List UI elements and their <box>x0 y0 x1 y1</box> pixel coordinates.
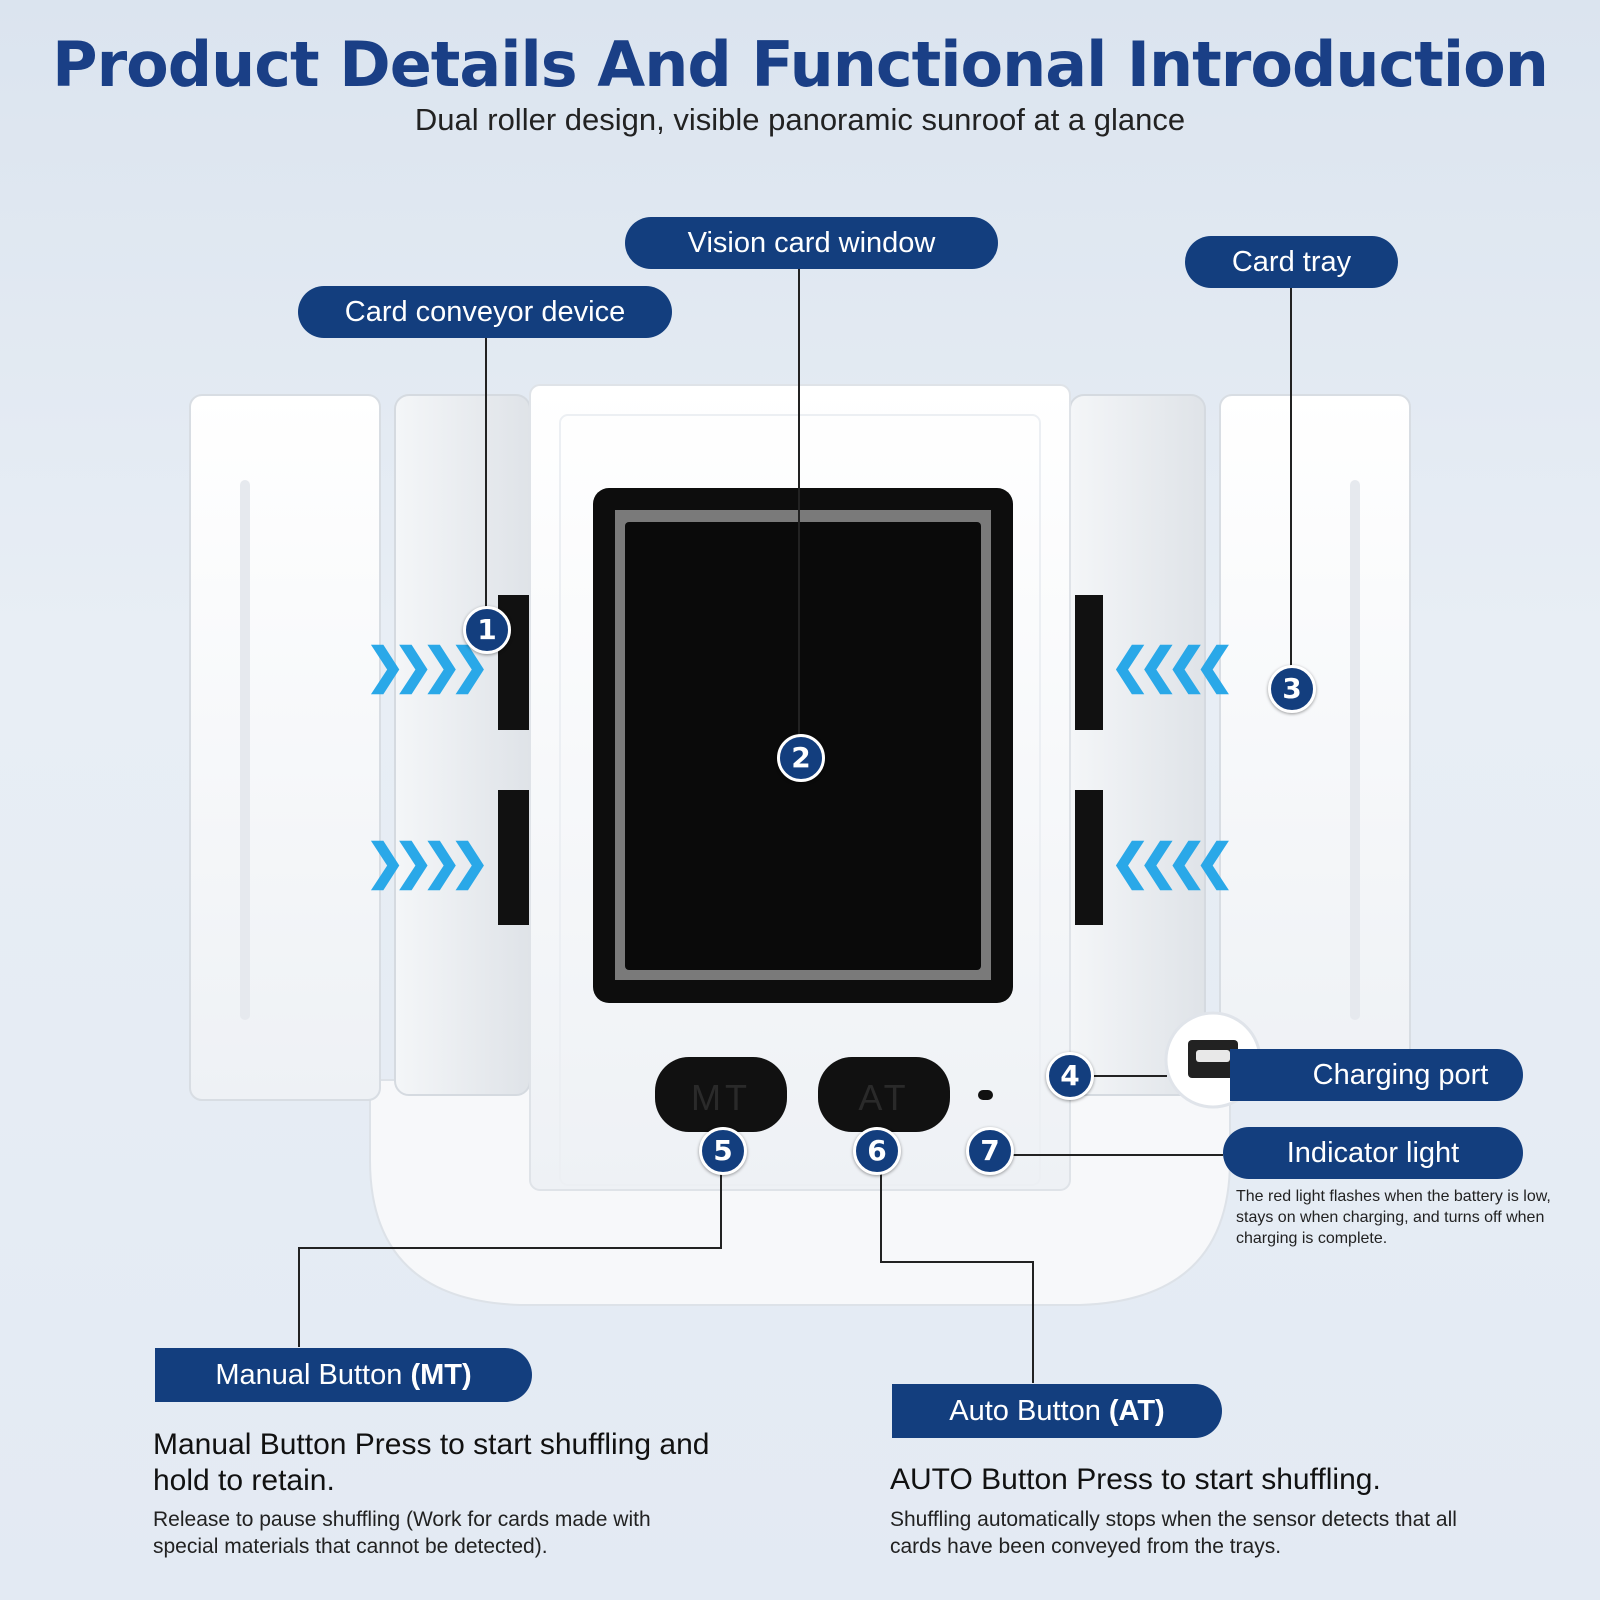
leader-line <box>1092 1075 1167 1077</box>
leader-line <box>880 1170 882 1262</box>
badge-1: 1 <box>463 606 511 654</box>
manual-sub-description: Release to pause shuffling (Work for car… <box>153 1508 651 1558</box>
page-subtitle: Dual roller design, visible panoramic su… <box>414 102 1186 137</box>
label-card-tray: Card tray <box>1185 236 1398 288</box>
badge-7: 7 <box>966 1127 1014 1175</box>
badge-4: 4 <box>1046 1052 1094 1100</box>
label-charging-port: Charging port <box>1230 1049 1523 1101</box>
conveyor-arrows-right-bottom: ❮❮❮❮ <box>1110 836 1235 889</box>
leader-line <box>880 1261 1033 1263</box>
leader-line <box>720 1170 722 1248</box>
badge-5: 5 <box>699 1127 747 1175</box>
page-title: Product Details And Functional Introduct… <box>52 28 1549 101</box>
conveyor-arrows-left-bottom: ❯❯❯❯ <box>365 836 490 889</box>
manual-label-code: (MT) <box>410 1359 472 1391</box>
leader-line <box>1290 285 1292 675</box>
mt-button-label: MT <box>691 1077 751 1118</box>
manual-main-description: Manual Button Press to start shuffling a… <box>153 1428 710 1497</box>
leader-line <box>798 268 800 756</box>
leader-line <box>1008 1154 1223 1156</box>
conveyor-arrows-left-top: ❯❯❯❯ <box>365 640 490 693</box>
leader-line <box>1032 1261 1034 1383</box>
badge-2: 2 <box>777 734 825 782</box>
label-manual-button: Manual Button (MT) <box>155 1348 532 1402</box>
auto-sub-description: Shuffling automatically stops when the s… <box>890 1508 1457 1558</box>
label-auto-button: Auto Button (AT) <box>892 1384 1222 1438</box>
auto-main-description: AUTO Button Press to start shuffling. <box>890 1463 1381 1496</box>
conveyor-arrows-right-top: ❮❮❮❮ <box>1110 640 1235 693</box>
manual-label-text: Manual Button <box>215 1359 411 1391</box>
auto-label-code: (AT) <box>1108 1395 1165 1427</box>
auto-label-text: Auto Button <box>949 1395 1109 1427</box>
indicator-description: The red light flashes when the battery i… <box>1236 1188 1551 1247</box>
badge-6: 6 <box>853 1127 901 1175</box>
leader-line <box>298 1247 300 1347</box>
leader-line <box>298 1247 722 1249</box>
label-card-conveyor: Card conveyor device <box>298 286 672 338</box>
at-button-label: AT <box>858 1077 909 1118</box>
label-indicator-light: Indicator light <box>1223 1127 1523 1179</box>
leader-line <box>485 336 487 628</box>
label-vision-window: Vision card window <box>625 217 998 269</box>
badge-3: 3 <box>1268 665 1316 713</box>
